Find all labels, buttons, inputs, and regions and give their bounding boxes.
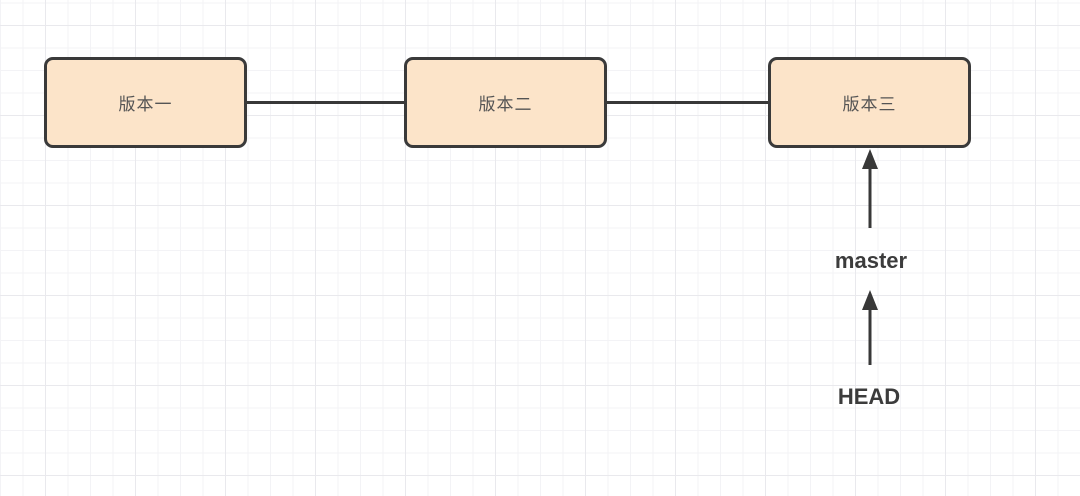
node-version-2: 版本二 xyxy=(404,57,607,148)
node-version-2-label: 版本二 xyxy=(478,95,533,114)
arrow-up-icon xyxy=(862,149,878,228)
node-version-1-label: 版本一 xyxy=(118,95,173,114)
arrow-up-icon xyxy=(862,290,878,365)
head-pointer-label: HEAD xyxy=(837,384,901,409)
node-version-1: 版本一 xyxy=(44,57,247,148)
node-version-3: 版本三 xyxy=(768,57,971,148)
node-version-3-label: 版本三 xyxy=(842,95,897,114)
branch-label-master: master xyxy=(834,248,908,273)
